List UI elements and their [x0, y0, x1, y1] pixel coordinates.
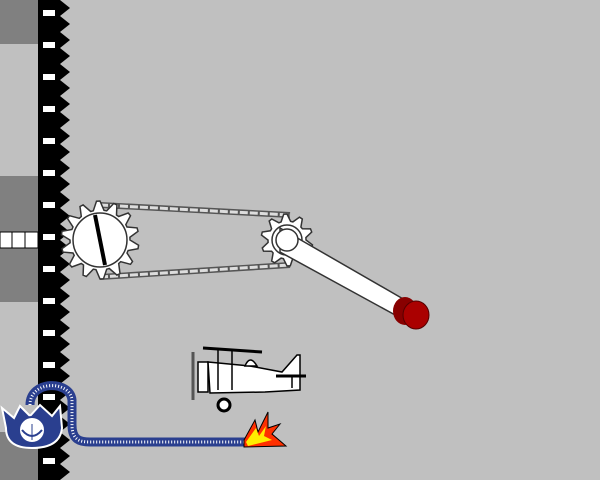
- film-slot: [43, 266, 55, 272]
- film-slot: [43, 458, 55, 464]
- film-slot: [43, 234, 55, 240]
- film-slot: [43, 362, 55, 368]
- bomb-fuse: [25, 381, 246, 447]
- chain-icon: [99, 202, 291, 280]
- film-slot: [43, 10, 55, 16]
- film-slot: [43, 42, 55, 48]
- film-frames: [0, 231, 39, 249]
- screw-slot: [93, 214, 107, 266]
- film-strip: [38, 0, 70, 480]
- film-slot: [43, 74, 55, 80]
- wario-bomb-icon: [0, 403, 64, 450]
- gear-large-icon: [60, 200, 140, 280]
- film-slot: [43, 106, 55, 112]
- film-slot: [43, 330, 55, 336]
- film-slot: [43, 298, 55, 304]
- film-slot: [43, 202, 55, 208]
- film-teeth: [60, 0, 70, 480]
- crank-arm-icon[interactable]: [275, 226, 430, 330]
- film-slot: [43, 170, 55, 176]
- film-slot: [43, 138, 55, 144]
- fuse-spark-icon: [243, 411, 288, 448]
- film-slot: [43, 394, 55, 400]
- crank-knob[interactable]: [393, 297, 430, 330]
- biplane-icon: [191, 346, 306, 413]
